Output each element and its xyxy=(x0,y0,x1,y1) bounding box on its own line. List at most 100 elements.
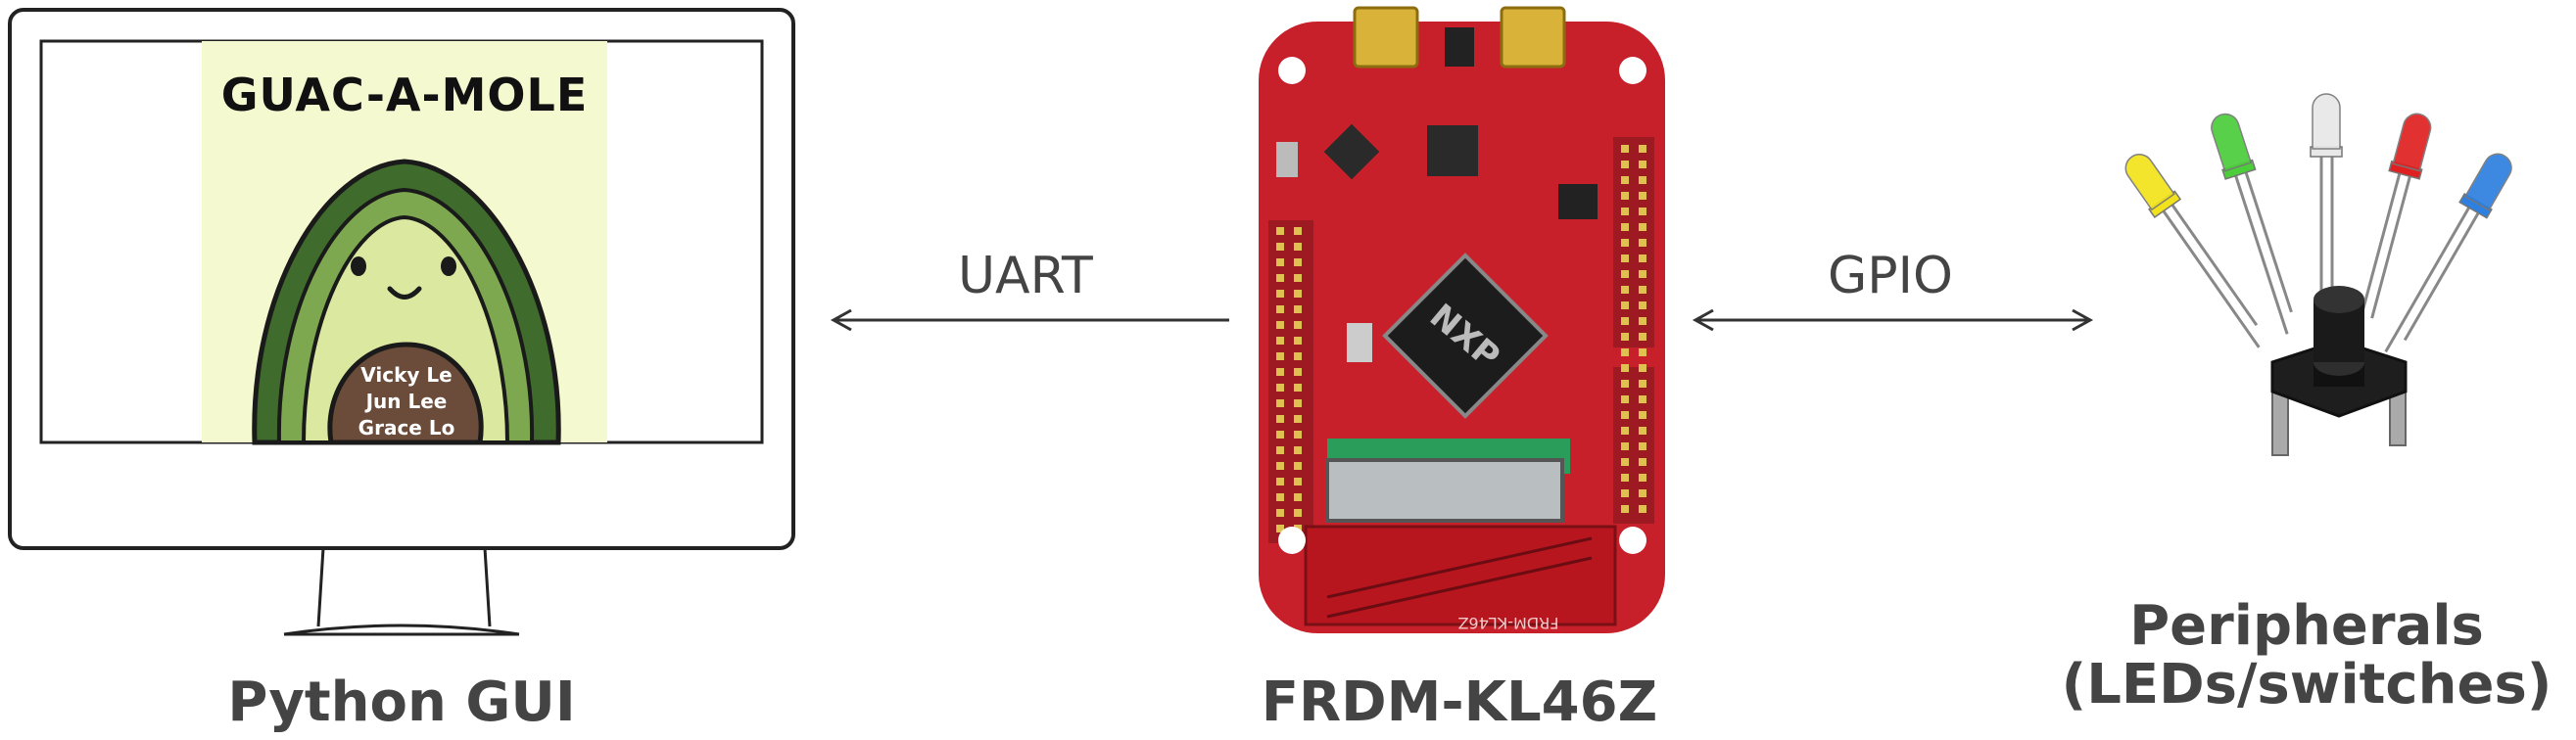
header-pin xyxy=(1276,321,1284,329)
credits-list: Vicky Le Jun Lee Grace Lo xyxy=(331,362,482,441)
header-pin xyxy=(1639,411,1646,419)
header-pin xyxy=(1621,192,1629,200)
header-pin xyxy=(1639,192,1646,200)
silkscreen-label: FRDM-KL46Z xyxy=(1457,614,1558,632)
mounting-hole xyxy=(1278,527,1306,554)
lcd-display xyxy=(1325,458,1564,523)
led-icon xyxy=(2384,153,2512,353)
credit-name: Grace Lo xyxy=(358,416,455,439)
header-pin xyxy=(1621,145,1629,153)
uart-label: UART xyxy=(958,247,1093,305)
avocado-pit xyxy=(327,342,484,445)
header-pin xyxy=(1639,317,1646,325)
credit-name: Vicky Le xyxy=(360,363,453,387)
usb-connector-icon xyxy=(1353,6,1419,69)
header-pin xyxy=(1276,384,1284,392)
header-pin xyxy=(1294,478,1302,486)
header-pin xyxy=(1276,478,1284,486)
header-pin xyxy=(1276,509,1284,517)
regulator-icon xyxy=(1558,184,1598,219)
header-pin xyxy=(1639,286,1646,294)
header-pin xyxy=(1276,415,1284,423)
push-button-icon xyxy=(2270,286,2408,456)
header-pin xyxy=(1639,380,1646,388)
header-pin xyxy=(1621,364,1629,372)
component-icon xyxy=(1347,323,1372,362)
header-pin xyxy=(1294,305,1302,313)
header-pin xyxy=(1276,243,1284,251)
header-pin xyxy=(1276,525,1284,532)
uart-arrow xyxy=(830,308,1229,332)
led-icon xyxy=(2124,154,2261,348)
header-pin xyxy=(1621,489,1629,497)
header-pin xyxy=(1639,223,1646,231)
header-pin xyxy=(1276,337,1284,345)
header-pin xyxy=(1621,348,1629,356)
header-pin xyxy=(1294,227,1302,235)
avocado-smile xyxy=(387,286,422,300)
header-pin xyxy=(1276,227,1284,235)
header-pin xyxy=(1621,333,1629,341)
game-title: GUAC-A-MOLE xyxy=(220,69,589,121)
header-pin xyxy=(1621,442,1629,450)
header-pin xyxy=(1294,384,1302,392)
led-icon xyxy=(2211,113,2293,335)
header-pin xyxy=(1621,176,1629,184)
header-pin xyxy=(1621,208,1629,215)
header-pin xyxy=(1276,462,1284,470)
header-pin xyxy=(1276,493,1284,501)
header-pin xyxy=(1621,427,1629,435)
header-pin xyxy=(1276,290,1284,298)
header-pin xyxy=(1294,352,1302,360)
header-pin xyxy=(1639,458,1646,466)
header-pin xyxy=(1276,399,1284,407)
monitor-illustration xyxy=(8,8,795,636)
header-pin xyxy=(1639,208,1646,215)
monitor-base xyxy=(283,624,520,636)
header-pin xyxy=(1276,368,1284,376)
avocado-eye-left xyxy=(351,256,366,276)
pin-header-right xyxy=(1613,137,1654,524)
header-pin xyxy=(1621,458,1629,466)
header-pin xyxy=(1621,161,1629,168)
header-pin xyxy=(1294,290,1302,298)
header-pin xyxy=(1294,243,1302,251)
header-pin xyxy=(1294,493,1302,501)
mounting-hole xyxy=(1619,57,1646,84)
header-pin xyxy=(1621,286,1629,294)
header-pin xyxy=(1621,239,1629,247)
header-pin xyxy=(1621,223,1629,231)
header-pin xyxy=(1294,446,1302,454)
header-pin xyxy=(1639,270,1646,278)
header-pin xyxy=(1276,446,1284,454)
header-pin xyxy=(1621,505,1629,513)
header-pin xyxy=(1621,395,1629,403)
header-pin xyxy=(1276,274,1284,282)
chip-icon xyxy=(1323,123,1380,180)
header-pin xyxy=(1294,274,1302,282)
peripherals-illustration xyxy=(2124,93,2512,456)
gui-caption: Python GUI xyxy=(227,671,576,734)
header-pin xyxy=(1621,380,1629,388)
board-illustration: NXP FRDM-KL46Z xyxy=(1259,6,1665,633)
gpio-label: GPIO xyxy=(1828,247,1953,305)
peripherals-caption-line: Peripherals xyxy=(2129,594,2484,658)
header-pin xyxy=(1276,431,1284,439)
mcu-chip xyxy=(1382,253,1549,419)
avocado-mascot xyxy=(252,159,561,445)
header-pin xyxy=(1639,395,1646,403)
header-pin xyxy=(1294,399,1302,407)
header-pin xyxy=(1276,352,1284,360)
pin-header-left xyxy=(1268,220,1313,543)
header-pin xyxy=(1639,333,1646,341)
chip-icon xyxy=(1427,125,1478,176)
usb-connector-icon xyxy=(1500,6,1566,69)
header-pin xyxy=(1294,415,1302,423)
reset-button-icon xyxy=(1445,27,1474,67)
header-pin xyxy=(1639,442,1646,450)
header-pin xyxy=(1621,474,1629,482)
header-pin xyxy=(1621,317,1629,325)
peripherals-caption: Peripherals (LEDs/switches) xyxy=(2037,597,2576,715)
header-pin xyxy=(1639,254,1646,262)
header-pin xyxy=(1294,509,1302,517)
